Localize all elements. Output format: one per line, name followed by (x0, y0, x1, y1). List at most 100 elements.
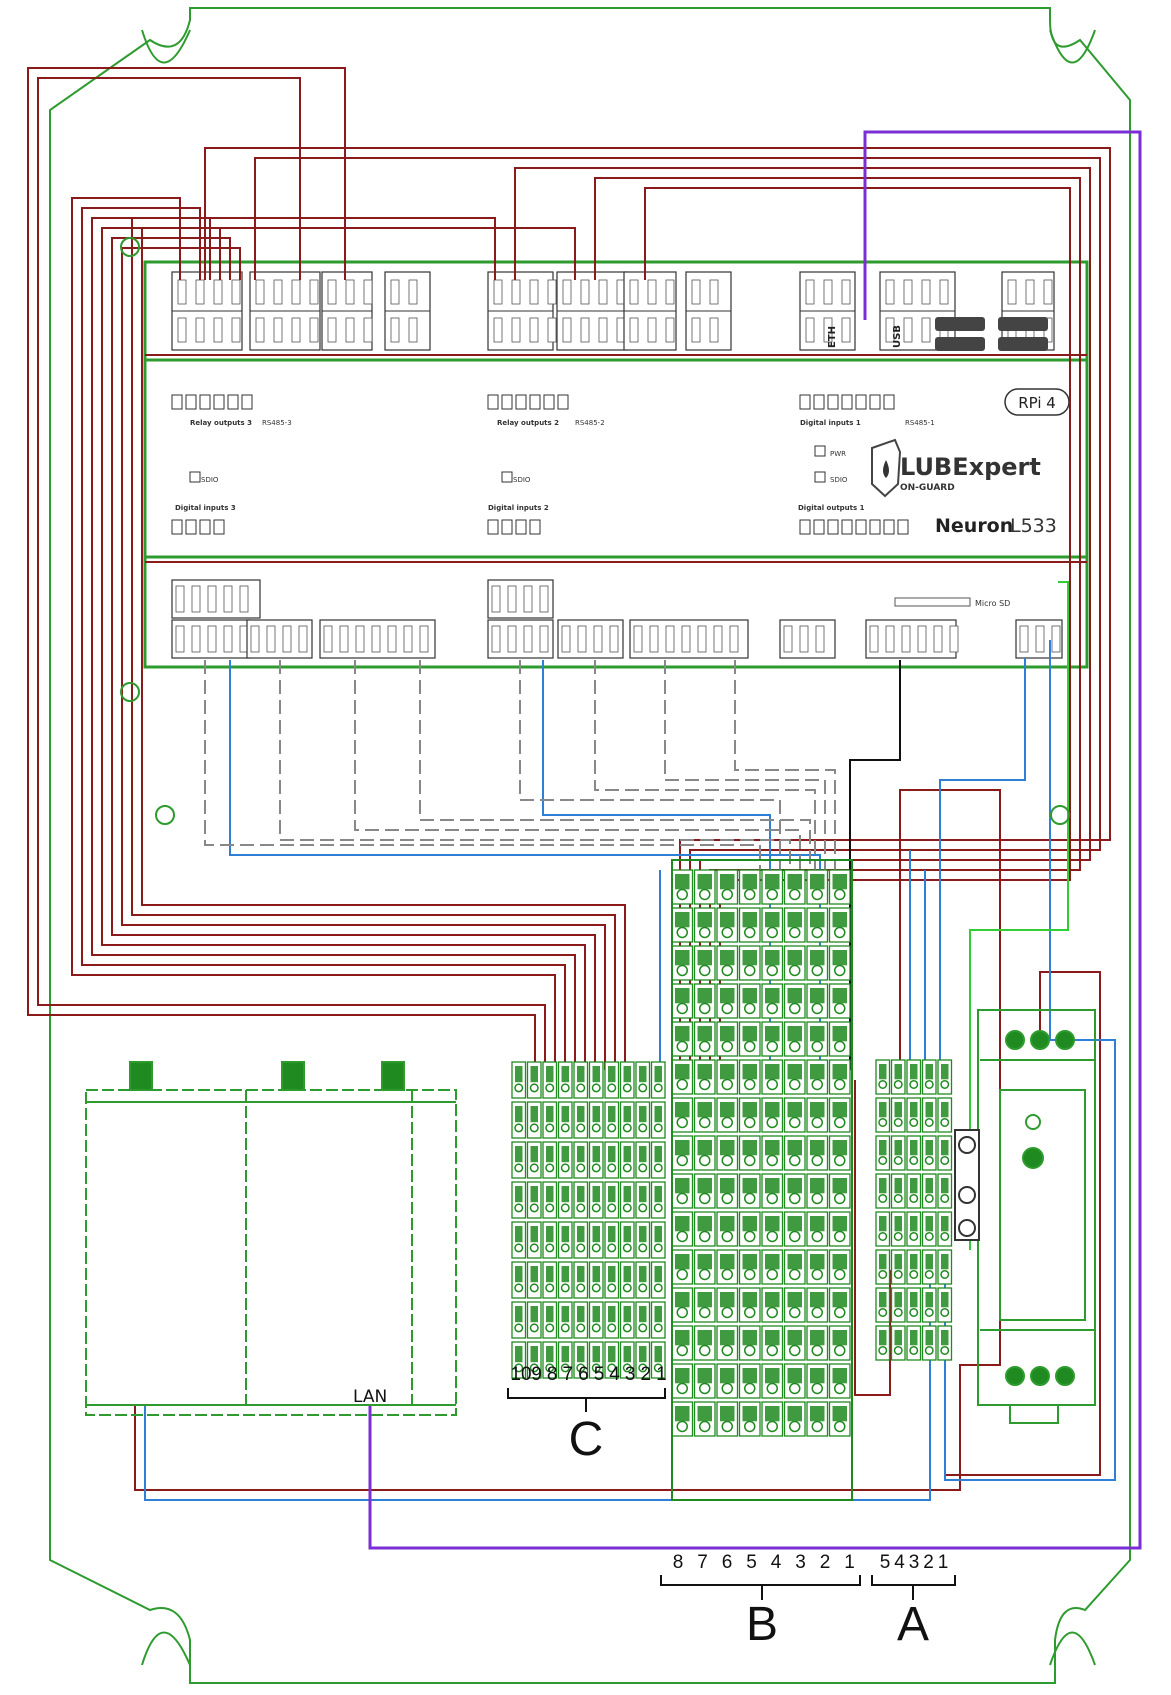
micro-sd-slot (894, 597, 971, 607)
led-indicator (515, 394, 527, 410)
top-connector-row (171, 271, 1055, 351)
group-b-letter: B (746, 1598, 778, 1651)
wire-dashed (594, 660, 816, 870)
usb-port-4 (998, 337, 1048, 351)
status-led (814, 445, 826, 457)
sdio-c-label: SDIO (830, 476, 848, 484)
wire-dashed (734, 660, 836, 870)
bottom-connector-row (171, 579, 1063, 659)
terminal-number: 1 (656, 1364, 667, 1385)
status-led (814, 471, 826, 483)
wire-red (71, 197, 556, 1070)
terminal-number: 1 (938, 1552, 949, 1573)
led-indicator (813, 394, 825, 410)
neuron-controller: Relay outputs 3 Relay outputs 2 Digital … (143, 260, 1089, 669)
led-indicator (855, 394, 867, 410)
sdio-b-label: SDIO (513, 476, 531, 484)
led-indicator (529, 519, 541, 535)
wire-blue (144, 1270, 931, 1501)
led-indicator (199, 519, 211, 535)
drop-icon (883, 460, 889, 478)
led-indicator (841, 394, 853, 410)
wire-red (101, 227, 586, 1070)
terminal-number: 2 (820, 1552, 831, 1573)
terminal-blocks (511, 859, 953, 1501)
led-indicator (529, 394, 541, 410)
led-indicator (897, 519, 909, 535)
led-indicator (185, 519, 197, 535)
eth-label: ETH (827, 326, 838, 348)
relay-outputs-b-label: Relay outputs 2 (497, 419, 559, 427)
usb-port-2 (935, 337, 985, 351)
led-indicator (171, 394, 183, 410)
terminal-number: 3 (795, 1552, 806, 1573)
terminal-block-c (511, 1061, 666, 1379)
led-indicator (841, 519, 853, 535)
terminal-number: 4 (609, 1364, 620, 1385)
digital-inputs-a-label: Digital inputs 3 (175, 504, 236, 512)
usb-label: USB (892, 325, 903, 348)
wire-black (849, 660, 901, 1070)
terminal-block-a (875, 1059, 953, 1361)
terminal-number: 3 (909, 1552, 920, 1573)
terminal-number: 1 (844, 1552, 855, 1573)
wire-blue (939, 658, 1026, 1070)
din-screws (954, 1129, 980, 1241)
led-indicators (171, 394, 909, 535)
wire-red (141, 227, 626, 1070)
relay-outputs-a-label: Relay outputs 3 (190, 419, 252, 427)
bottom-connector-block (865, 619, 957, 659)
wire-blue (944, 640, 1116, 1481)
digital-inputs-top-label: Digital inputs 1 (800, 419, 861, 427)
led-indicator (557, 394, 569, 410)
led-indicator (227, 394, 239, 410)
pwr-label: PWR (830, 450, 846, 458)
terminal-number: 2 (923, 1552, 934, 1573)
wire-dashed (354, 660, 801, 870)
enclosure-outline (49, 7, 1131, 1684)
rs485-c-label: RS485-1 (905, 419, 935, 427)
wire-red (81, 207, 566, 1070)
model-prefix-label: Neuron (935, 515, 1013, 537)
din-rail-psu (977, 1009, 1096, 1424)
rpi-label: RPi 4 (1018, 394, 1056, 412)
wire-dashed (279, 660, 791, 870)
terminal-number: 4 (771, 1552, 782, 1573)
wire-dashed (419, 660, 811, 870)
wire-red (27, 67, 536, 1070)
micro-sd-label: Micro SD (975, 599, 1010, 608)
group-a-letter: A (897, 1598, 929, 1651)
terminal-number: 9 (531, 1364, 542, 1385)
led-indicator (487, 394, 499, 410)
wire-red (121, 247, 606, 1070)
led-indicator (813, 519, 825, 535)
brand-label: LUBExpert (900, 453, 1041, 481)
usb-port-1 (935, 317, 985, 331)
group-c-letter: C (569, 1413, 604, 1466)
led-indicator (213, 394, 225, 410)
led-indicator (185, 394, 197, 410)
led-indicator (241, 394, 253, 410)
wire-purple (368, 130, 1142, 1550)
led-indicator (869, 519, 881, 535)
led-indicator (827, 394, 839, 410)
terminal-number: 6 (578, 1364, 589, 1385)
usb-port-3 (998, 317, 1048, 331)
model-suffix-label: L533 (1010, 515, 1057, 537)
rs485-a-label: RS485-3 (262, 419, 292, 427)
rs485-b-label: RS485-2 (575, 419, 605, 427)
led-indicator (855, 519, 867, 535)
led-indicator (199, 394, 211, 410)
led-indicator (799, 519, 811, 535)
wire-red (111, 237, 596, 1070)
terminal-rail-b (671, 859, 853, 1501)
wire-red (37, 77, 546, 1070)
terminal-number: 7 (563, 1364, 574, 1385)
wire-red (134, 789, 1001, 1491)
terminal-number: 8 (673, 1552, 684, 1573)
led-indicator (883, 519, 895, 535)
